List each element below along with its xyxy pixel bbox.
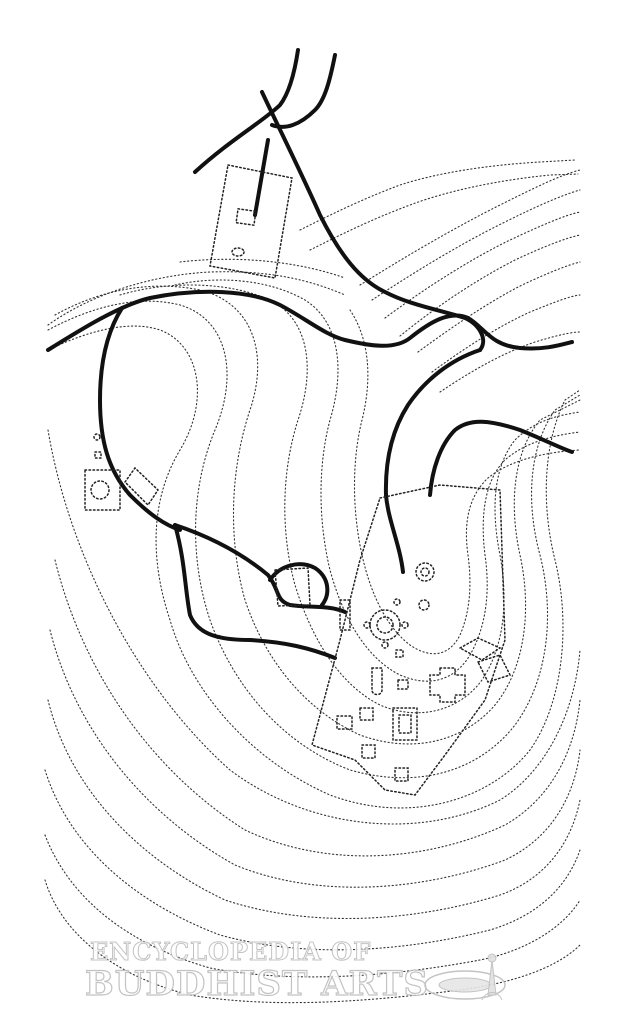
main-stupa-core [376,616,394,634]
contour-line [371,189,581,301]
road-path [46,289,574,352]
contour-lines [44,159,581,1004]
cell-medium [361,744,376,759]
contour-line [439,331,581,393]
contour-line [349,309,581,655]
stupa-small [415,562,435,582]
contour-line [47,699,581,920]
watermark: ENCYCLOPEDIA OF BUDDHIST ARTS [84,937,506,1005]
contour-line [119,284,581,714]
shrine-enclosure [392,707,418,741]
main-monastery-platform [311,484,506,796]
watermark-line2: BUDDHIST ARTS [85,964,429,1004]
cruciform-stupa [429,667,466,703]
north-cell [231,247,245,257]
contour-line [44,834,581,978]
west-stupa [90,480,110,500]
road-path [253,138,270,217]
stepped-corner [339,599,351,631]
votive-ring-node [401,621,409,629]
road-path [98,306,182,532]
road-path [383,348,482,574]
contour-line [309,173,579,251]
contour-line [44,879,581,1004]
contour-line [54,559,581,857]
votive-ring-node [363,621,371,629]
roads [46,48,574,660]
apsidal-shrine [371,667,383,696]
contour-line [47,429,581,825]
ruins [84,164,512,796]
road-path [260,90,486,352]
contour-line [431,294,581,373]
road-path [428,419,574,497]
contour-line [47,271,346,326]
east-building [458,637,502,661]
road-path [193,48,300,174]
north-enclosure [209,164,293,279]
cell-small [395,649,404,658]
stupa-small-core [420,567,430,577]
contour-line [49,629,581,888]
west-compound [84,469,121,511]
contour-line [417,261,581,353]
west-small-stupa [93,433,101,441]
cell-small [394,767,409,782]
road-path [270,53,337,129]
road-path [173,523,337,660]
cell-medium [359,707,374,721]
contour-line [384,211,581,319]
contour-line [174,279,581,682]
votive-ring-node [381,641,389,649]
contour-line [44,769,581,951]
cell-medium [336,715,353,730]
north-shrine [235,207,257,227]
road-path [173,523,347,614]
contour-line [54,285,581,745]
votive-ring-node [393,598,401,606]
contour-line [299,159,576,231]
main-stupa [369,609,401,641]
contour-line [399,234,581,337]
contour-line [47,300,581,779]
cell-small [397,679,409,690]
west-wall [124,466,159,507]
gate-structure [274,567,311,607]
watermark-line1: ENCYCLOPEDIA OF [90,937,371,966]
stupa-tiny [418,599,430,611]
contour-line [179,258,346,279]
shrine-inner [398,714,412,734]
west-cell [94,451,102,459]
watermark-logo [424,953,506,1001]
east-building [476,654,512,683]
